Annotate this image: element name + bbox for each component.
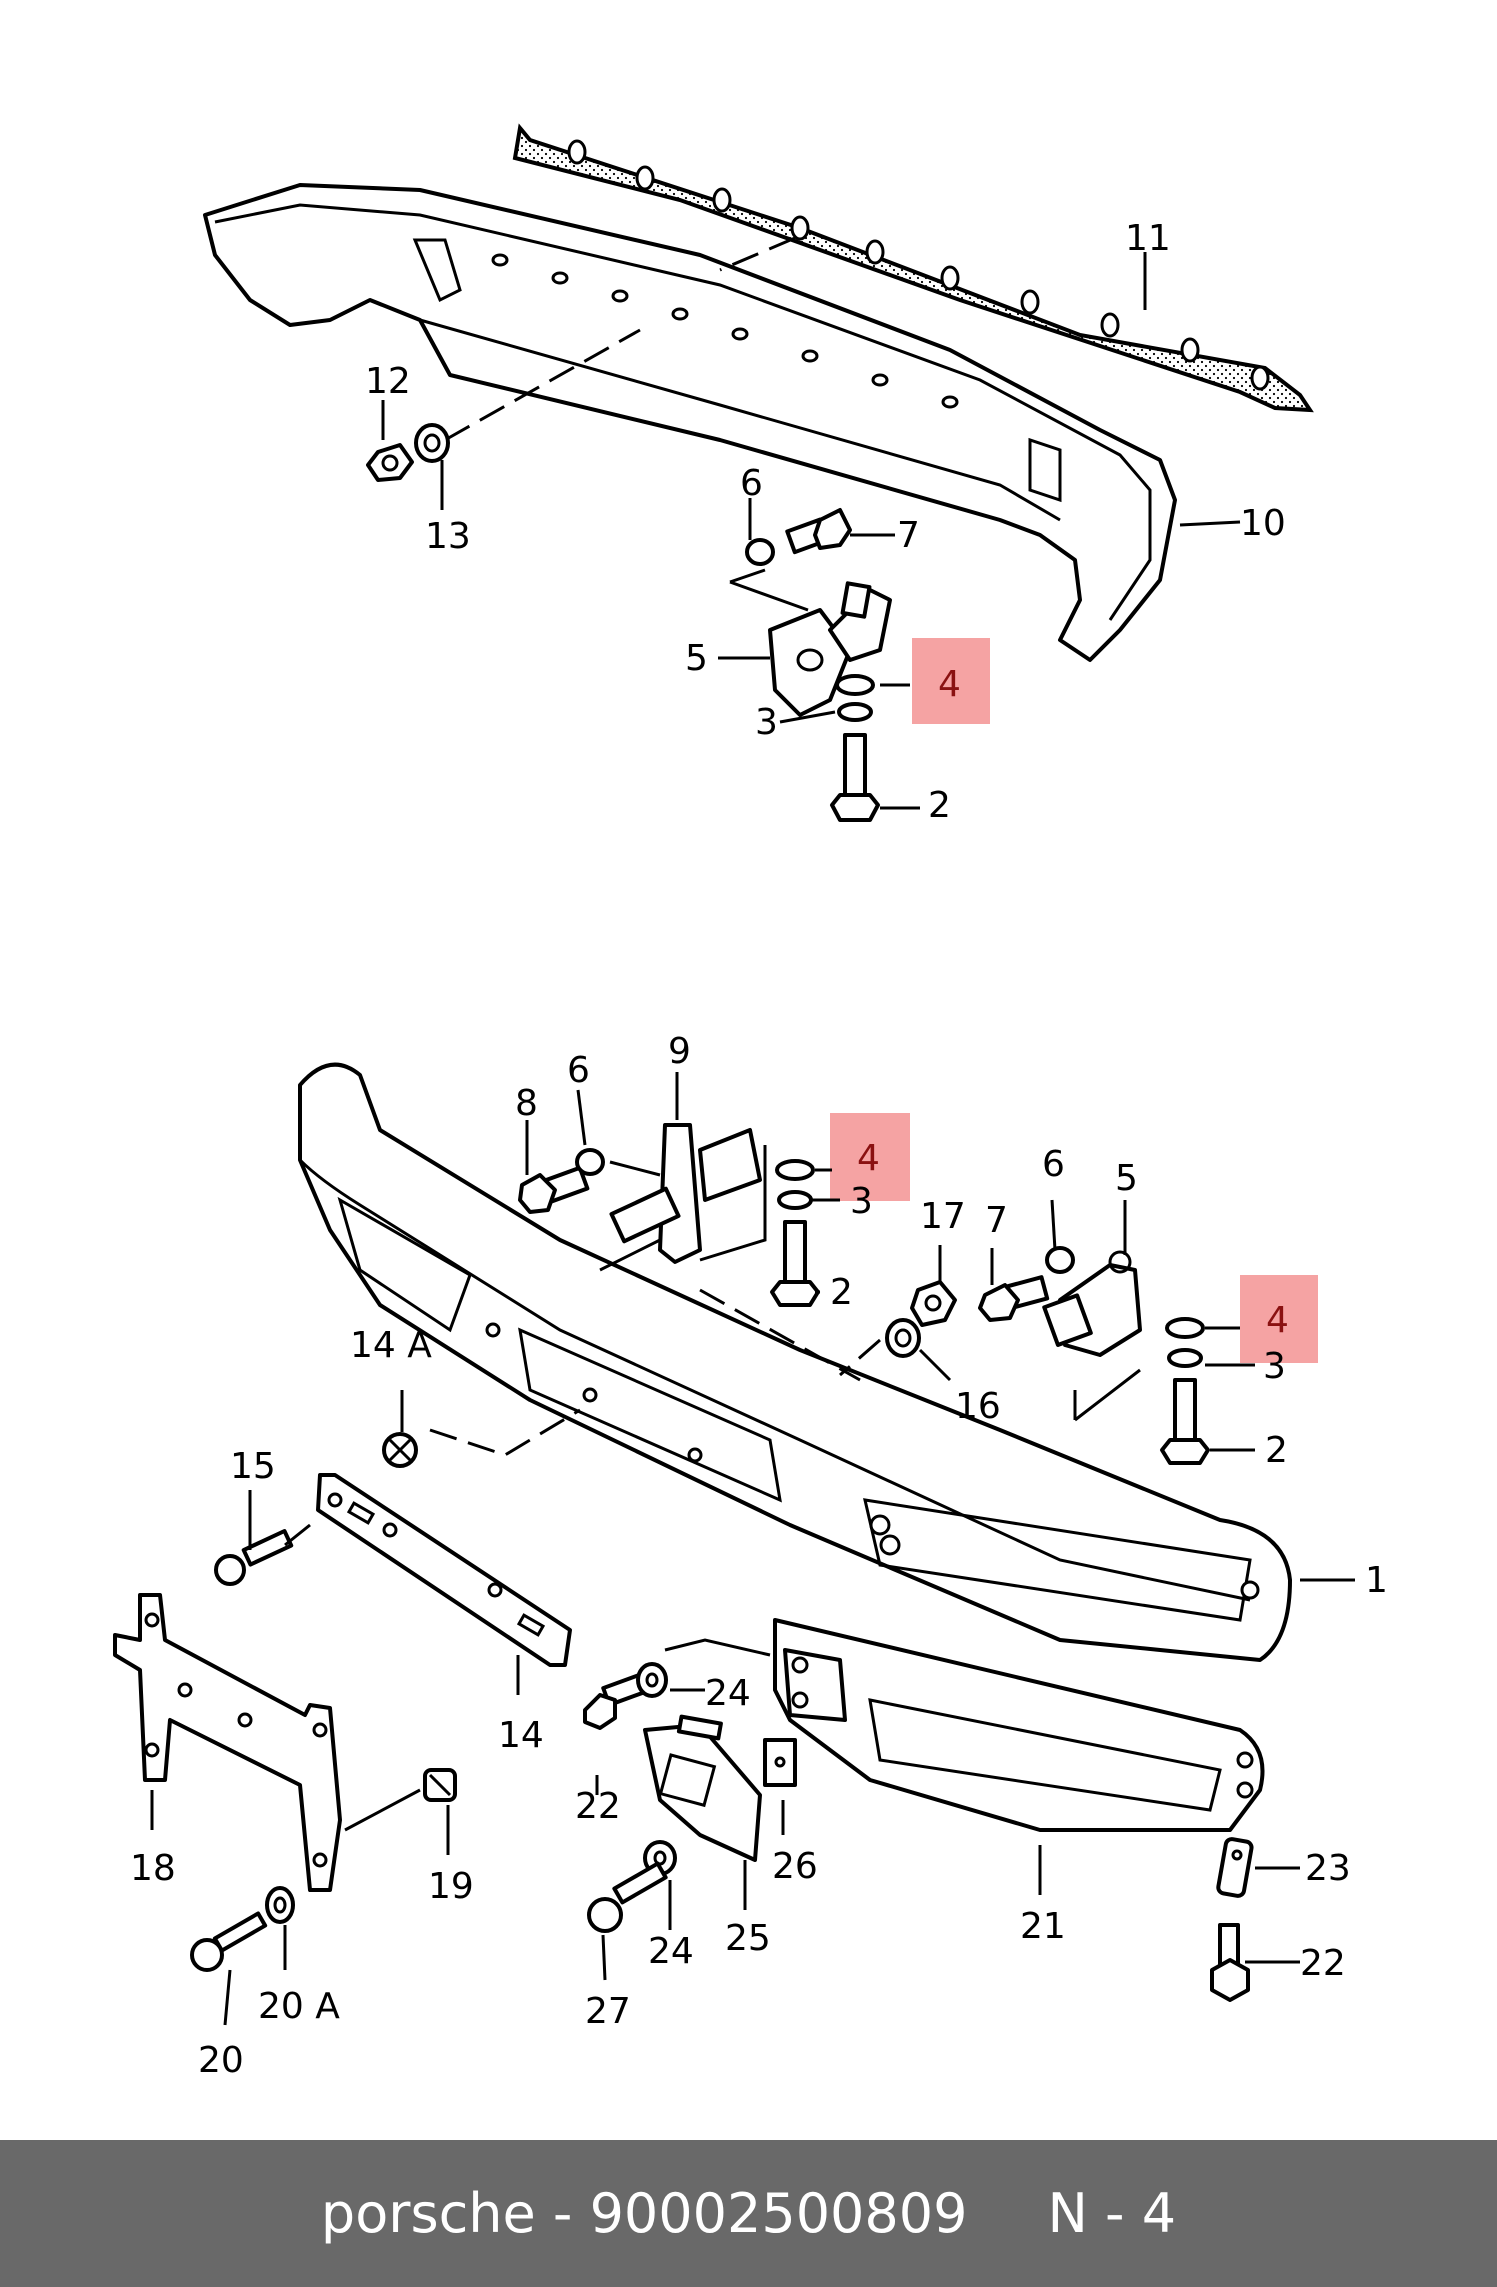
lock-washer-part-3-left: [777, 1190, 813, 1210]
washer-part-4-top: [835, 674, 875, 696]
bolt-part-2-right: [1160, 1378, 1210, 1465]
rubber-part-25: [643, 1714, 762, 1862]
callout-11: 11: [1125, 218, 1171, 259]
bracket-part-26: [763, 1738, 797, 1787]
washer-part-24-top: [636, 1662, 668, 1698]
bolt-part-2-left: [770, 1220, 820, 1307]
callout-labels: 11 10 12 13 6 7 5 4 3 2 9 6 8 4 3 2 17 7…: [130, 218, 1388, 2081]
callout-25: 25: [725, 1918, 771, 1959]
callout-18: 18: [130, 1848, 176, 1889]
callout-21: 21: [1020, 1906, 1066, 1947]
callout-20: 20: [198, 2040, 244, 2081]
bolt-part-2-top: [830, 733, 880, 822]
callout-2-right: 2: [1265, 1430, 1288, 1471]
plate-bracket-part-14: [316, 1473, 572, 1667]
callout-9: 9: [668, 1031, 691, 1072]
callout-3-right: 3: [1263, 1346, 1286, 1387]
lock-washer-part-6-left: [575, 1148, 605, 1176]
callout-22-left: 22: [575, 1786, 621, 1827]
bumper-mounting-holes: [491, 253, 959, 409]
washer-part-20A: [265, 1886, 295, 1924]
callout-8: 8: [515, 1083, 538, 1124]
plate-frame-part-18: [113, 1593, 342, 1892]
callout-12: 12: [365, 361, 411, 402]
callout-5: 5: [685, 638, 708, 679]
bolt-part-8: [518, 1165, 590, 1214]
screw-part-15: [214, 1529, 294, 1586]
callout-5-right: 5: [1115, 1158, 1138, 1199]
callout-16: 16: [955, 1386, 1001, 1427]
brand-label: porsche: [320, 2182, 536, 2245]
callout-2-left: 2: [830, 1272, 853, 1313]
callout-19: 19: [428, 1866, 474, 1907]
callout-13: 13: [425, 516, 471, 557]
exploded-view-drawing: 11 10 12 13 6 7 5 4 3 2 9 6 8 4 3 2 17 7…: [113, 123, 1388, 2081]
callout-6: 6: [740, 463, 763, 504]
bolt-part-7: [785, 508, 852, 555]
callout-7-right: 7: [985, 1200, 1008, 1241]
parts-diagram: 11 10 12 13 6 7 5 4 3 2 9 6 8 4 3 2 17 7…: [113, 123, 1388, 2081]
lock-washer-part-3-top: [837, 702, 873, 722]
front-bumper-assembly: [113, 1062, 1292, 2002]
callout-24-bottom: 24: [648, 1931, 694, 1972]
highlight-box-top: [912, 638, 990, 724]
callout-4-left-highlighted: 4: [857, 1138, 880, 1179]
callout-3-left: 3: [850, 1181, 873, 1222]
callout-6-left: 6: [567, 1050, 590, 1091]
callout-22-right: 22: [1300, 1943, 1346, 1984]
callout-3: 3: [755, 702, 778, 743]
callout-24-top: 24: [705, 1673, 751, 1714]
callout-4-highlighted: 4: [938, 664, 961, 705]
screw-part-27: [587, 1861, 668, 1933]
foam-strip-holes: [567, 139, 1270, 391]
callout-23: 23: [1305, 1848, 1351, 1889]
callout-14: 14: [498, 1715, 544, 1756]
callout-20A: 20 A: [258, 1986, 340, 2027]
clip-part-19: [423, 1768, 457, 1802]
bracket-part-5: [768, 581, 892, 717]
callout-6-right: 6: [1042, 1144, 1065, 1185]
callout-26: 26: [772, 1846, 818, 1887]
bracket-part-9: [609, 1123, 762, 1264]
part-number: 90002500809: [589, 2182, 968, 2245]
washer-part-13: [414, 423, 450, 463]
lock-washer-part-6-right: [1045, 1246, 1075, 1274]
callout-10: 10: [1240, 503, 1286, 544]
clip-nut-part-14A: [382, 1432, 418, 1468]
callout-14A: 14 A: [350, 1325, 432, 1366]
screw-part-22-right: [1210, 1923, 1250, 2002]
callout-4-right-highlighted: 4: [1266, 1300, 1289, 1341]
rear-bumper-part-10: [203, 183, 1177, 662]
rear-bumper-assembly: [203, 123, 1314, 822]
caption-bar: porsche - 90002500809 N - 4: [0, 2140, 1497, 2287]
bolt-part-7-right: [978, 1275, 1050, 1322]
washer-part-4-left: [775, 1159, 815, 1181]
lock-washer-part-3-right: [1167, 1348, 1203, 1368]
position-label: N - 4: [1047, 2182, 1177, 2245]
callout-7: 7: [897, 515, 920, 556]
screw-part-20: [190, 1911, 268, 1972]
bracket-part-5-right: [1042, 1250, 1142, 1357]
callout-leaders: [150, 252, 1355, 2026]
highlight-box-right: [1240, 1275, 1318, 1363]
overrider-part-21: [773, 1618, 1265, 1832]
front-bumper-part-1: [298, 1062, 1292, 1662]
callout-15: 15: [230, 1446, 276, 1487]
separator: -: [552, 2182, 573, 2245]
callout-2: 2: [928, 785, 951, 826]
nut-part-12: [366, 443, 414, 482]
highlight-box-left: [830, 1113, 910, 1201]
callout-27: 27: [585, 1991, 631, 2032]
callout-17: 17: [920, 1196, 966, 1237]
washer-part-16: [885, 1318, 921, 1358]
clip-part-23: [1216, 1837, 1254, 1898]
lock-washer-part-6: [745, 538, 775, 566]
nut-part-17: [910, 1280, 957, 1327]
callout-1: 1: [1365, 1560, 1388, 1601]
washer-part-4-right: [1165, 1317, 1205, 1339]
